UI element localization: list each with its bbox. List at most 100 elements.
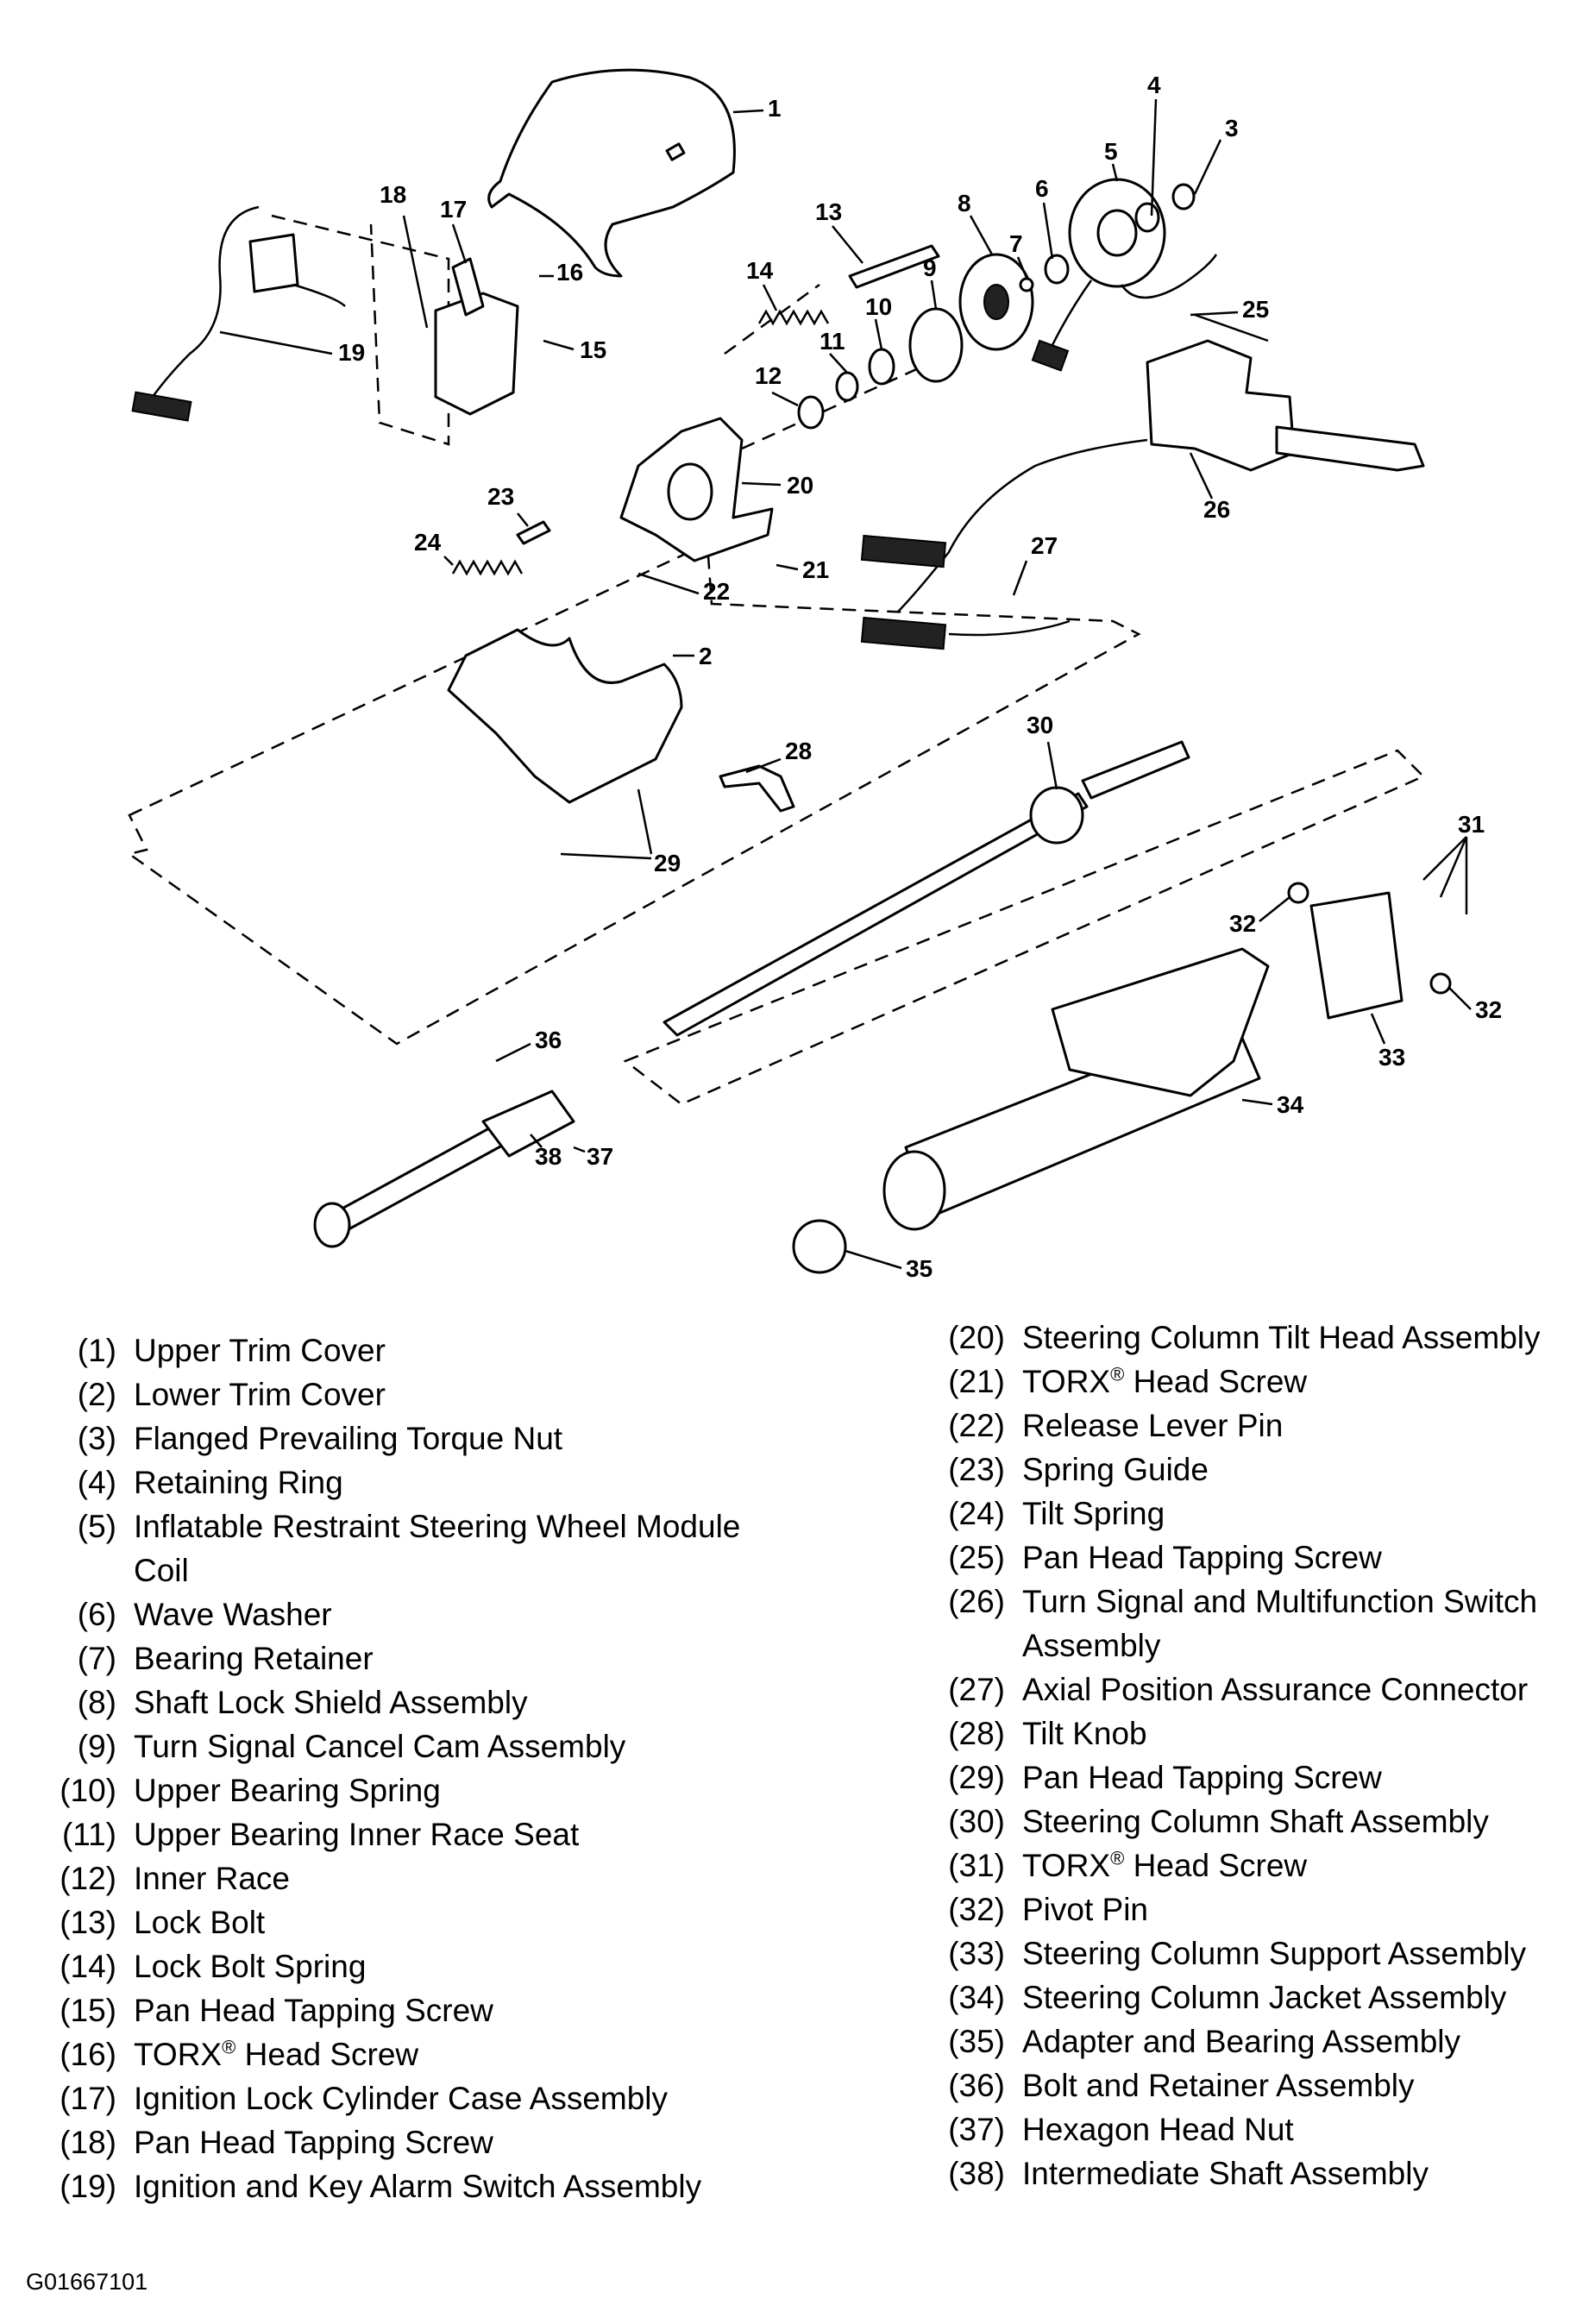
legend-item-label: Shaft Lock Shield Assembly	[134, 1685, 528, 1720]
legend-item-number: (6)	[77, 1597, 116, 1632]
legend-item-label: Lock Bolt Spring	[134, 1949, 367, 1984]
legend-item-label: Retaining Ring	[134, 1465, 343, 1500]
upper-bearing-spring-shape	[868, 348, 895, 386]
legend-item-label: Wave Washer	[134, 1597, 332, 1632]
legend-item: (13)Lock Bolt	[26, 1900, 759, 1944]
callout-11: 11	[819, 328, 845, 355]
legend-item-number: (18)	[60, 2125, 116, 2160]
legend-item: (25)Pan Head Tapping Screw	[914, 1536, 1587, 1580]
callout-26: 26	[1203, 496, 1230, 523]
legend-item: (3) Flanged Prevailing Torque Nut	[26, 1416, 759, 1460]
legend-item-label: Intermediate Shaft Assembly	[1022, 2156, 1429, 2191]
legend-item-label: Inner Race	[134, 1861, 290, 1896]
callout-8: 8	[958, 190, 971, 217]
column-jacket-bracket	[1051, 947, 1270, 1097]
legend-item-number: (22)	[948, 1408, 1005, 1443]
lower-trim-cover-shape	[447, 628, 683, 804]
multifunction-connector-b	[860, 616, 947, 650]
legend-item-number: (31)	[948, 1848, 1005, 1883]
dashed-link-lower	[741, 361, 933, 450]
legend-item: (26)Turn Signal and Multifunction Switch…	[914, 1580, 1587, 1668]
callout-25: 25	[1242, 296, 1269, 323]
legend-item-label: Ignition and Key Alarm Switch Assembly	[134, 2169, 702, 2204]
legend-item-label: Steering Column Shaft Assembly	[1022, 1804, 1489, 1839]
dashed-outline-switch	[271, 214, 450, 446]
legend-item: (12) Inner Race	[26, 1856, 759, 1900]
multifunction-switch-shape	[1146, 339, 1296, 472]
callout-31: 31	[1458, 811, 1485, 838]
legend-item-number: (21)	[948, 1364, 1005, 1399]
legend-item-number: (20)	[948, 1320, 1005, 1355]
intermediate-shaft-end	[313, 1202, 351, 1248]
legend-item-label: Flanged Prevailing Torque Nut	[134, 1421, 563, 1456]
callout-3: 3	[1225, 115, 1239, 141]
legend-item: (23) Spring Guide	[914, 1448, 1587, 1492]
pivot-pin-left	[1287, 882, 1309, 904]
callout-15: 15	[580, 336, 606, 363]
lock-cylinder-case-shape	[434, 292, 519, 416]
tilt-head-bore	[667, 462, 713, 521]
lock-bolt-spring-shape	[757, 309, 830, 326]
ignition-switch-body	[248, 233, 299, 293]
wave-washer-shape	[1044, 254, 1070, 285]
legend-item-number: (25)	[948, 1540, 1005, 1575]
callout-9: 9	[923, 254, 937, 281]
legend-item-label: Ignition Lock Cylinder Case Assembly	[134, 2081, 669, 2116]
legend-item-label: Spring Guide	[1022, 1452, 1209, 1487]
legend-item-number: (23)	[948, 1452, 1005, 1487]
legend-item: (29)Pan Head Tapping Screw	[914, 1756, 1587, 1800]
legend-item-label: Axial Position Assurance Connector	[1022, 1672, 1529, 1707]
legend-item-number: (38)	[948, 2156, 1005, 2191]
callout-2: 2	[699, 643, 713, 669]
legend-item-number: (12)	[60, 1861, 116, 1896]
callout-27: 27	[1031, 532, 1058, 559]
steering-shaft-bearing	[1029, 786, 1084, 845]
callout-36: 36	[535, 1027, 562, 1053]
legend-item-label: TORX® Head Screw	[1022, 1363, 1308, 1399]
legend-item-label: Upper Trim Cover	[134, 1333, 386, 1368]
callout-17: 17	[440, 196, 467, 223]
legend-item-label: Steering Column Tilt Head Assembly	[1022, 1320, 1541, 1355]
callout-32a: 32	[1229, 910, 1256, 937]
torque-nut-shape	[1171, 183, 1196, 210]
callout-16: 16	[556, 259, 583, 286]
legend-item-number: (30)	[948, 1804, 1005, 1839]
callout-24: 24	[414, 529, 442, 556]
callout-35: 35	[906, 1255, 933, 1282]
callout-1: 1	[768, 95, 782, 122]
callout-38: 38	[535, 1143, 562, 1170]
callout-22: 22	[703, 578, 730, 605]
multifunction-connector-a	[860, 534, 947, 568]
legend-item: (4)Retaining Ring	[26, 1460, 759, 1504]
support-assembly-shape	[1309, 891, 1403, 1020]
legend-item-number: (34)	[948, 1980, 1005, 2015]
legend-item-number: (17)	[60, 2081, 116, 2116]
legend-item-number: (16)	[60, 2037, 116, 2072]
ignition-switch-connector	[131, 391, 192, 422]
legend-item-number: (1)	[77, 1333, 116, 1368]
legend-item-number: (14)	[60, 1949, 116, 1984]
bearing-retainer-shape	[1019, 277, 1034, 292]
module-coil-wire	[1120, 254, 1218, 299]
legend-item: (8) Shaft Lock Shield Assembly	[26, 1680, 759, 1724]
legend-item-number: (33)	[948, 1936, 1005, 1971]
legend-item-label: Release Lever Pin	[1022, 1408, 1284, 1443]
legend-item-number: (10)	[60, 1773, 116, 1808]
legend-item: (34) Steering Column Jacket Assembly	[914, 1975, 1587, 2019]
legend-item-number: (8)	[77, 1685, 116, 1720]
legend-item-number: (3)	[77, 1421, 116, 1456]
legend-item-label: Upper Bearing Inner Race Seat	[134, 1817, 580, 1852]
legend-item: (15)Pan Head Tapping Screw	[26, 1988, 759, 2032]
callout-5: 5	[1104, 138, 1118, 165]
legend-item: (38) Intermediate Shaft Assembly	[914, 2151, 1587, 2195]
legend-item-label: Bearing Retainer	[134, 1641, 374, 1676]
legend-item: (9)Turn Signal Cancel Cam Assembly	[26, 1724, 759, 1768]
legend-item-number: (7)	[77, 1641, 116, 1676]
legend-item: (6) Wave Washer	[26, 1592, 759, 1636]
module-coil-wire-b	[1051, 280, 1093, 346]
legend-item-label: Steering Column Jacket Assembly	[1022, 1980, 1507, 2015]
callout-33: 33	[1378, 1044, 1405, 1071]
intermediate-shaft-joint	[481, 1090, 575, 1158]
legend-item-number: (24)	[948, 1496, 1005, 1531]
spring-guide-shape	[516, 520, 551, 545]
